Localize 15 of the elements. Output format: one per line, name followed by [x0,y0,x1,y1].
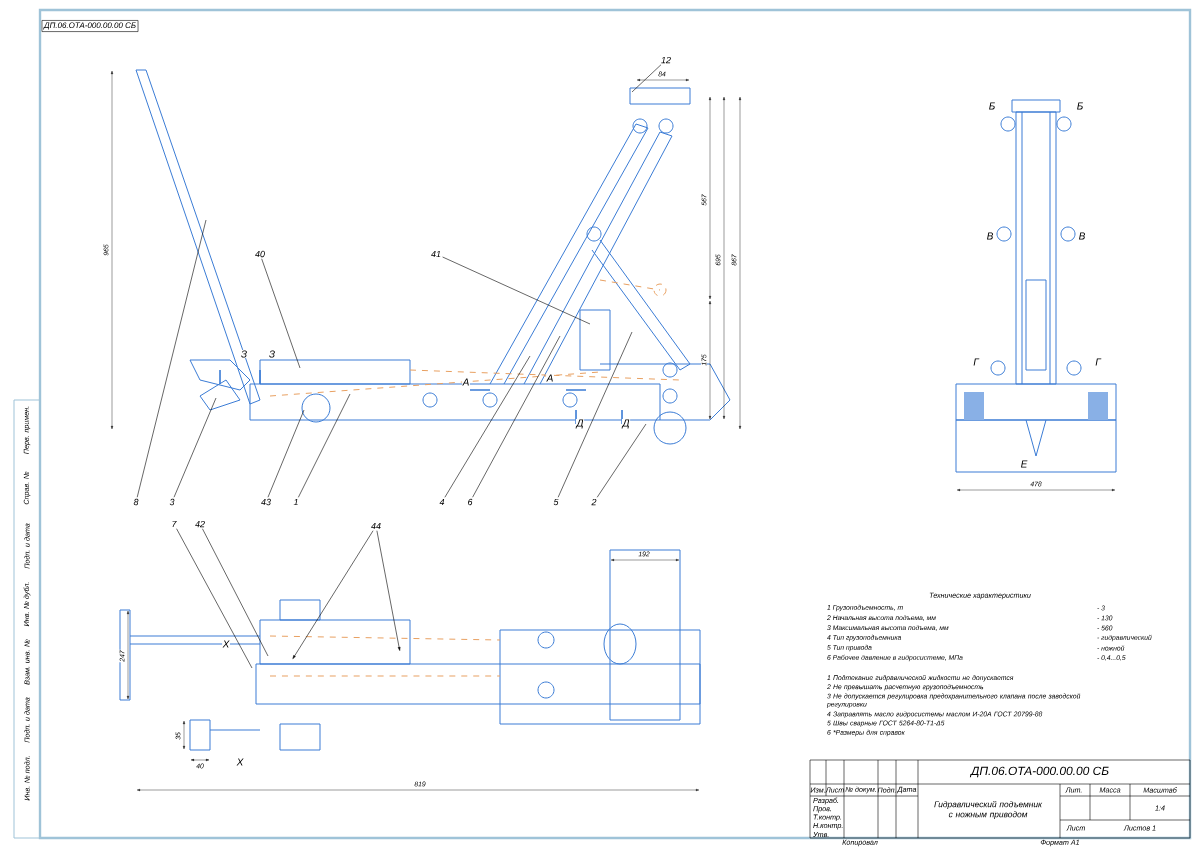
leader-line [557,331,633,498]
leader-line [442,256,591,325]
leader-line [136,219,207,498]
leader-line [267,409,305,498]
leader-line [472,335,561,498]
leader-line [292,530,374,659]
leader-line [298,393,351,498]
leader-line [261,258,301,369]
leader-line [173,397,217,498]
leader-line [202,528,269,657]
leader-line [176,528,253,669]
leader-line [444,355,531,498]
leader-line [376,530,401,651]
leader-line [596,423,647,498]
leader-line [631,64,662,93]
